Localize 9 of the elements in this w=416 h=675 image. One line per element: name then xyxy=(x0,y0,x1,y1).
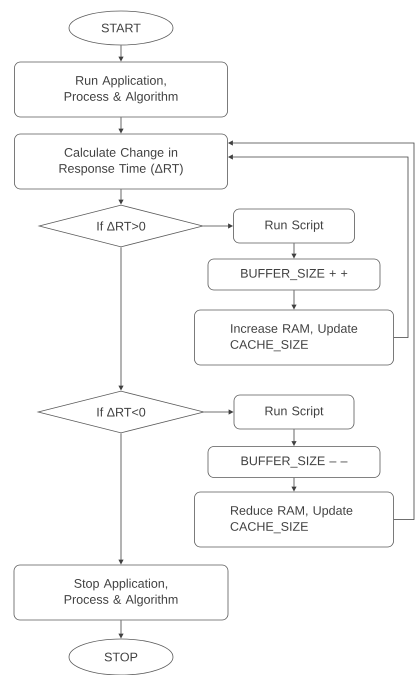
process-box: BUFFER_SIZE – – xyxy=(208,446,380,478)
process-box: Run Application, Process & Algorithm xyxy=(14,62,228,118)
process-box: BUFFER_SIZE + + xyxy=(208,258,380,290)
process-box: Calculate Change in Response Time (ΔRT) xyxy=(14,134,228,190)
process-box: Reduce RAM, Update CACHE_SIZE xyxy=(194,492,394,548)
process-box: Run Script xyxy=(234,394,354,430)
process-box: Stop Application, Process & Algorithm xyxy=(14,564,228,620)
process-box: Increase RAM, Update CACHE_SIZE xyxy=(194,310,394,366)
process-box: Run Script xyxy=(233,208,355,244)
